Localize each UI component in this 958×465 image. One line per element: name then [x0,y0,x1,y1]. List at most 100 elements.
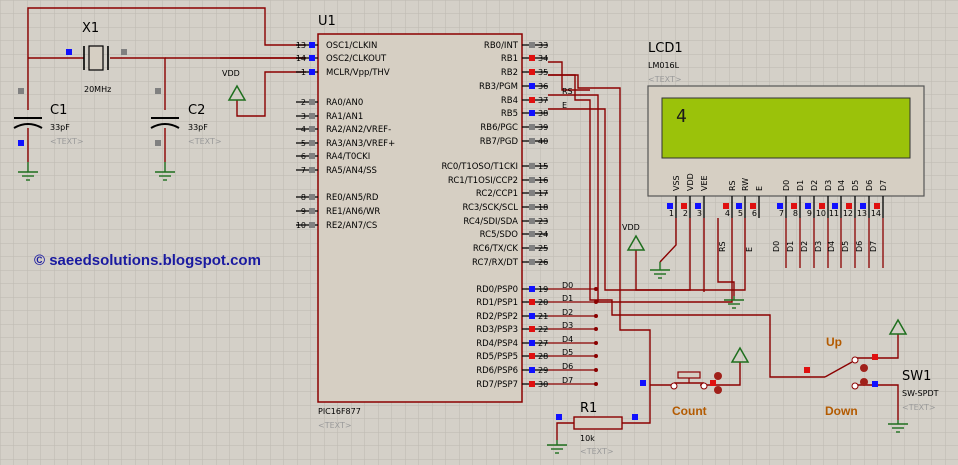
mcu-pin-name: RC3/SCK/SCL [462,203,518,213]
mcu-pin-number: 40 [538,137,548,146]
mcu-pin-name: RC2/CCP1 [476,189,518,199]
lcd-pin-marker [832,203,838,209]
mcu-pin-name: RB5 [501,109,518,119]
mcu-pin-name: RC5/SDO [480,230,519,240]
mcu-pin-name: RB3/PGM [479,82,518,92]
mcu-pin-33: 33 RB0/INT [484,41,548,51]
mcu-pin-name: RB6/PGC [480,123,518,133]
capacitor-c2[interactable]: C2 33pF <TEXT> [150,88,222,162]
mcu-pin-number: 37 [538,96,548,105]
mcu-pin-number: 21 [538,312,548,321]
mcu-pin-marker [529,177,535,183]
mcu-pin-number: 24 [538,230,548,239]
lcd-pin-marker [681,203,687,209]
mcu-pin-number: 30 [538,380,548,389]
mcu-ref: U1 [318,14,336,29]
lcd-pin-number: 6 [752,209,757,218]
mcu-pin-name: OSC2/CLKOUT [326,54,387,64]
lcd-pin-marker [805,203,811,209]
lcd-part: LM016L [648,61,680,70]
mcu-pin-name: RA0/AN0 [326,98,363,108]
lcd-net-label: D3 [814,241,823,252]
mcu-pin-number: 17 [538,189,548,198]
mcu-pin-number: 8 [301,193,306,202]
mcu-pin-marker [529,110,535,116]
lcd-pin-4: RS4 [723,180,737,218]
lcd-pin-number: 13 [857,209,867,218]
mcu-pin-3: 3 RA1/AN1 [296,112,363,122]
switch-sw1[interactable]: Up Down SW1 SW-SPDT <TEXT> [804,335,939,418]
mcu-pin-name: RD0/PSP0 [476,285,518,295]
mcu-pin-marker [529,353,535,359]
crystal-x1[interactable]: X1 20MHz [66,21,127,94]
mcu-net-label: D4 [562,335,573,344]
lcd-pin-number: 3 [697,209,702,218]
lcd-pin-name: D6 [865,180,874,191]
lcd-pin-name: D0 [782,180,791,191]
lcd-net-label: D2 [800,241,809,252]
lcd-pin-number: 10 [816,209,826,218]
lcd-pin-9: D29 [805,180,819,268]
capacitor-c1[interactable]: C1 33pF <TEXT> [13,88,84,162]
vdd-label-mcu: VDD [222,69,240,78]
mcu-pin-name: RB0/INT [484,41,519,51]
count-button[interactable]: Count [640,371,722,418]
mcu-pin-marker [529,313,535,319]
lcd-module[interactable]: LCD1 LM016L <TEXT> 4 VSS1VDD2VEE3RS4RW5E… [622,41,925,268]
lcd-pin-marker [750,203,756,209]
mcu-pin-marker [309,113,315,119]
mcu-net-label: D5 [562,348,573,357]
mcu-pin-name: RB4 [501,96,518,106]
lcd-pin-name: D5 [851,180,860,191]
mcu-pin-marker [529,299,535,305]
resistor-r1[interactable]: R1 10k <TEXT> [556,401,638,456]
mcu-pin-marker [529,204,535,210]
r1-placeholder: <TEXT> [580,447,614,456]
mcu-placeholder: <TEXT> [318,421,352,430]
mcu-pin-number: 27 [538,339,548,348]
lcd-pin-6: E6 [750,186,764,218]
mcu-pin-number: 38 [538,109,548,118]
mcu-pin-number: 39 [538,123,548,132]
crystal-value: 20MHz [84,85,111,94]
lcd-pin-marker [791,203,797,209]
mcu-pin-marker [309,55,315,61]
mcu-pin-marker [529,218,535,224]
mcu-body [317,33,523,403]
mcu-pin-39: 39 RB6/PGC [480,123,548,133]
mcu-pin-name: RD1/PSP1 [476,298,518,308]
mcu-pin-number: 33 [538,41,548,50]
mcu-pin-number: 5 [301,139,306,148]
mcu-pin-marker [309,208,315,214]
lcd-net-label: D5 [841,241,850,252]
mcu-pin-number: 28 [538,352,548,361]
mcu-pin-number: 16 [538,176,548,185]
c1-placeholder: <TEXT> [50,137,84,146]
lcd-pin-name: D1 [796,180,805,191]
mcu-pin-17: 17 RC2/CCP1 [476,189,548,199]
mcu-pin-number: 19 [538,285,548,294]
mcu-part: PIC16F877 [318,407,361,416]
c2-ref: C2 [188,103,205,118]
lcd-screen [661,97,911,159]
lcd-net-label: D4 [827,241,836,252]
mcu-pin-number: 3 [301,112,306,121]
mcu-net-label: D7 [562,376,573,385]
lcd-net-label: E [745,247,754,252]
mcu-pin-name: RA1/AN1 [326,112,363,122]
mcu-pin-name: RA5/AN4/SS [326,166,377,176]
